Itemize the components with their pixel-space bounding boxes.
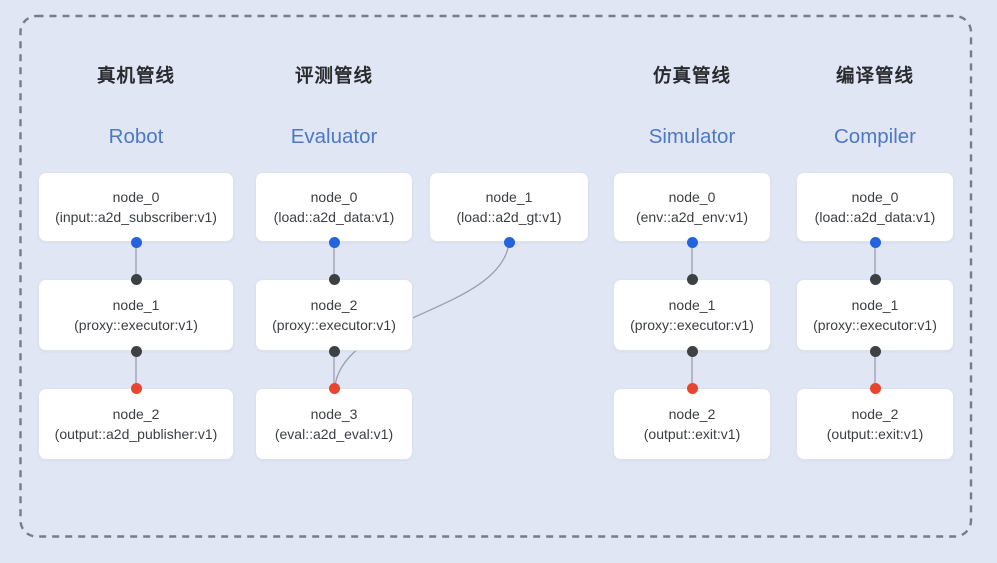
dark-port-dot (328, 345, 340, 357)
node-type: (load::a2d_data:v1) (273, 208, 395, 225)
red-port-dot (130, 382, 142, 394)
dark-port-dot (328, 273, 340, 285)
blue-port-dot (328, 236, 340, 248)
node-name: node_0 (851, 188, 899, 205)
dark-port-dot (869, 345, 881, 357)
node-name: node_1 (851, 296, 899, 313)
node-box: node_0(input::a2d_subscriber:v1) (38, 172, 234, 242)
node-box: node_2(output::a2d_publisher:v1) (38, 388, 234, 460)
blue-port-dot (686, 236, 698, 248)
node-box: node_2(proxy::executor:v1) (255, 279, 413, 351)
blue-port-dot (130, 236, 142, 248)
node-box: node_0(env::a2d_env:v1) (613, 172, 771, 242)
node-name: node_0 (112, 188, 160, 205)
node-name: node_2 (310, 296, 358, 313)
node-type: (output::exit:v1) (826, 425, 924, 442)
blue-port-dot (503, 236, 515, 248)
node-type: (output::exit:v1) (643, 425, 741, 442)
pipeline-title-zh: 真机管线 (96, 65, 176, 86)
node-type: (proxy::executor:v1) (630, 316, 754, 333)
node-box: node_0(load::a2d_data:v1) (255, 172, 413, 242)
pipeline-title-en: Robot (108, 125, 164, 148)
dark-port-dot (686, 273, 698, 285)
node-name: node_3 (310, 405, 358, 422)
node-type: (output::a2d_publisher:v1) (54, 425, 218, 442)
node-type: (load::a2d_data:v1) (814, 208, 936, 225)
blue-port-dot (869, 236, 881, 248)
red-port-dot (869, 382, 881, 394)
node-box: node_1(proxy::executor:v1) (613, 279, 771, 351)
dark-port-dot (869, 273, 881, 285)
node-name: node_2 (851, 405, 899, 422)
dashed-frame (19, 14, 973, 538)
dark-port-dot (130, 273, 142, 285)
node-type: (proxy::executor:v1) (74, 316, 198, 333)
pipeline-title-zh: 仿真管线 (652, 65, 732, 86)
node-type: (eval::a2d_eval:v1) (274, 425, 394, 442)
node-name: node_1 (112, 296, 160, 313)
node-box: node_1(proxy::executor:v1) (38, 279, 234, 351)
node-name: node_0 (668, 188, 716, 205)
node-box: node_2(output::exit:v1) (613, 388, 771, 460)
pipeline-title-en: Compiler (833, 125, 917, 148)
node-name: node_1 (485, 188, 533, 205)
node-name: node_1 (668, 296, 716, 313)
dark-port-dot (130, 345, 142, 357)
node-type: (load::a2d_gt:v1) (456, 208, 562, 225)
node-box: node_1(proxy::executor:v1) (796, 279, 954, 351)
node-box: node_1(load::a2d_gt:v1) (429, 172, 589, 242)
node-box: node_0(load::a2d_data:v1) (796, 172, 954, 242)
pipeline-title-en: Simulator (648, 125, 736, 148)
node-type: (env::a2d_env:v1) (635, 208, 749, 225)
node-box: node_2(output::exit:v1) (796, 388, 954, 460)
node-name: node_2 (668, 405, 716, 422)
node-type: (proxy::executor:v1) (813, 316, 937, 333)
red-port-dot (328, 382, 340, 394)
cross-edge-curve (334, 242, 510, 387)
pipeline-title-zh: 评测管线 (294, 65, 374, 86)
node-type: (proxy::executor:v1) (272, 316, 396, 333)
node-name: node_0 (310, 188, 358, 205)
dark-port-dot (686, 345, 698, 357)
red-port-dot (686, 382, 698, 394)
node-type: (input::a2d_subscriber:v1) (55, 208, 217, 225)
pipeline-title-zh: 编译管线 (835, 65, 915, 86)
pipeline-title-en: Evaluator (290, 125, 378, 148)
node-name: node_2 (112, 405, 160, 422)
node-box: node_3(eval::a2d_eval:v1) (255, 388, 413, 460)
